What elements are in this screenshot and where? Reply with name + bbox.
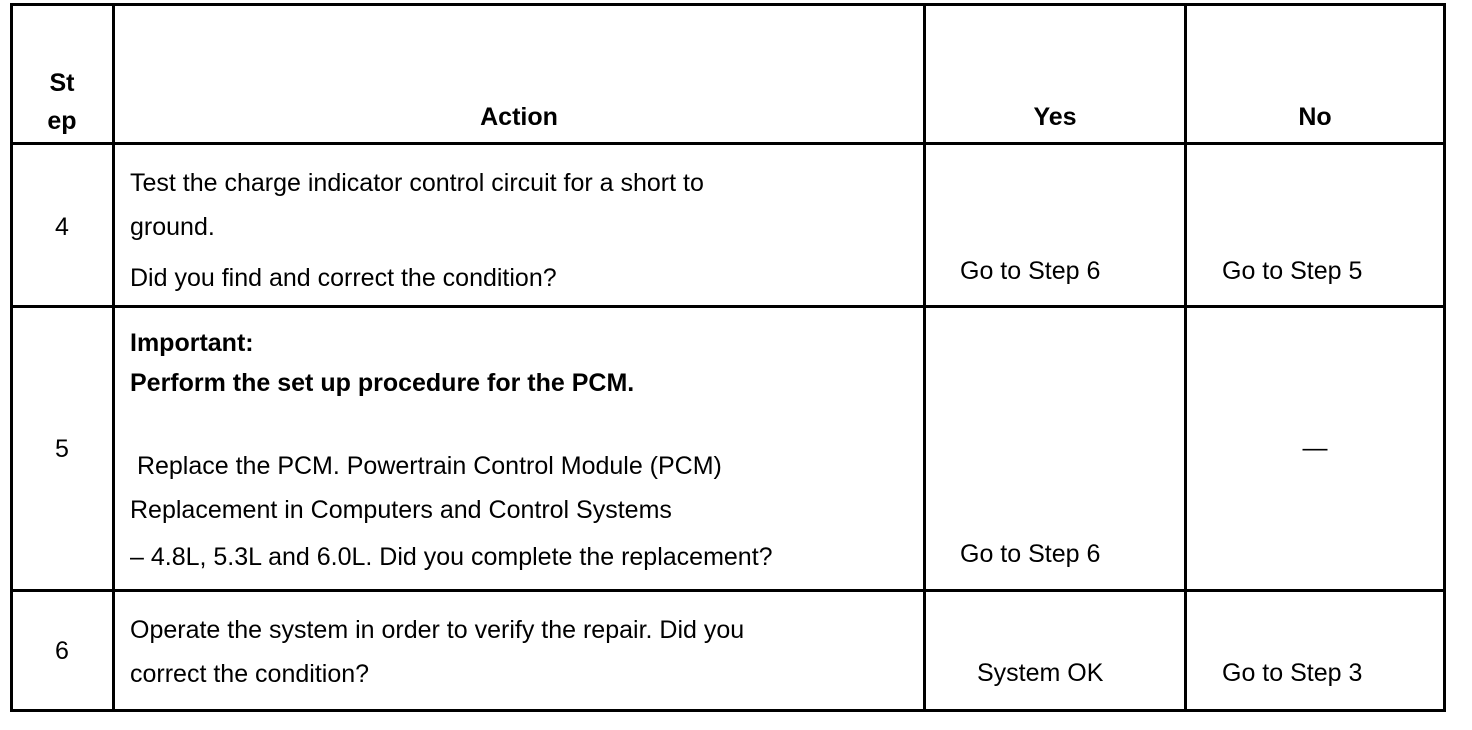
- step-number: 6: [55, 637, 69, 665]
- important-label: Important:: [130, 329, 254, 357]
- important-text: Perform the set up procedure for the PCM…: [130, 369, 635, 397]
- yes-result: Go to Step 6: [960, 540, 1101, 568]
- header-no: No: [1298, 103, 1332, 131]
- column-divider: [923, 3, 926, 712]
- no-result: Go to Step 5: [1222, 257, 1363, 285]
- action-text: ground.: [130, 213, 215, 241]
- action-text: Operate the system in order to verify th…: [130, 616, 745, 644]
- row-divider: [10, 589, 1446, 592]
- action-text: Test the charge indicator control circui…: [130, 169, 704, 197]
- yes-result: Go to Step 6: [960, 257, 1101, 285]
- column-divider: [1184, 3, 1187, 712]
- table-border-bottom: [10, 709, 1446, 712]
- action-text: correct the condition?: [130, 660, 370, 688]
- step-number: 4: [55, 213, 69, 241]
- header-action: Action: [480, 103, 558, 131]
- action-text: – 4.8L, 5.3L and 6.0L. Did you complete …: [130, 543, 773, 571]
- table-border-left: [10, 3, 13, 712]
- no-result: —: [1302, 434, 1328, 462]
- no-result: Go to Step 3: [1222, 659, 1363, 687]
- yes-result: System OK: [977, 659, 1104, 687]
- action-text: Replace the PCM. Powertrain Control Modu…: [130, 452, 722, 480]
- header-step-line2: ep: [47, 107, 77, 135]
- header-divider: [10, 142, 1446, 145]
- column-divider: [112, 3, 115, 712]
- step-number: 5: [55, 435, 69, 463]
- action-text: Did you find and correct the condition?: [130, 264, 557, 292]
- header-yes: Yes: [1033, 103, 1077, 131]
- header-step-line1: St: [49, 69, 75, 97]
- header-step: St ep: [12, 64, 112, 140]
- table-border-right: [1443, 3, 1446, 712]
- row-divider: [10, 305, 1446, 308]
- action-text: Replacement in Computers and Control Sys…: [130, 496, 672, 524]
- table-border-top: [10, 3, 1446, 6]
